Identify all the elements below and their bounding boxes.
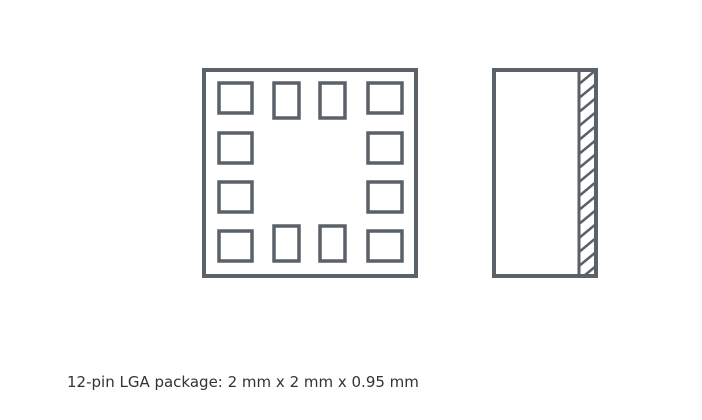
pin-5 xyxy=(366,131,404,165)
pin-10 xyxy=(217,229,254,263)
package-top-view xyxy=(202,68,418,278)
pin-9 xyxy=(272,224,301,263)
pin-8 xyxy=(318,224,347,263)
side-view-hatching xyxy=(579,70,596,276)
package-body-outline xyxy=(202,68,418,278)
pin-4 xyxy=(366,81,404,115)
pin-7 xyxy=(366,229,404,263)
pin-2 xyxy=(272,81,301,120)
pin-12 xyxy=(217,131,254,165)
pin-6 xyxy=(366,180,404,214)
pin-1 xyxy=(217,81,254,115)
pin-11 xyxy=(217,180,254,214)
package-side-view xyxy=(492,68,598,278)
side-view-outline xyxy=(492,68,598,278)
pin-3 xyxy=(318,81,347,120)
package-caption: 12-pin LGA package: 2 mm x 2 mm x 0.95 m… xyxy=(67,373,419,391)
